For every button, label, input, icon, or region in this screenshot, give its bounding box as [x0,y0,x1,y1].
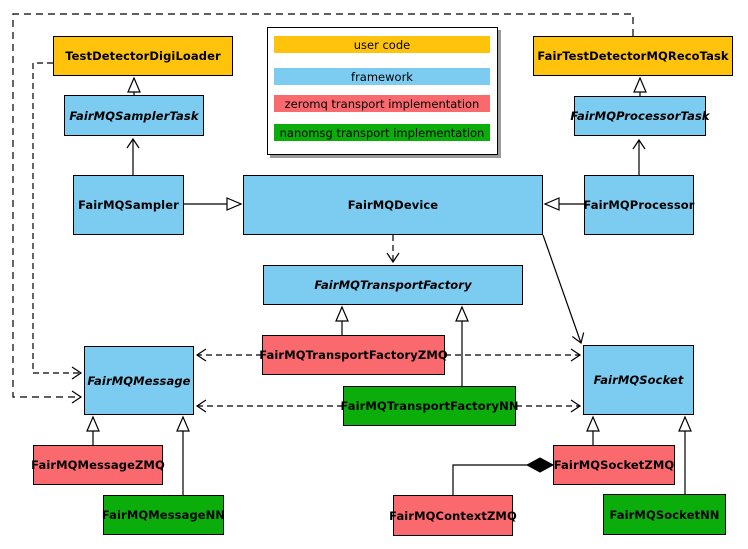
node-fairmqdevice: FairMQDevice [243,175,543,235]
node-fairmqcontextzmq: FairMQContextZMQ [389,495,517,536]
legend-item-user-code: user code [274,36,490,53]
legend-label: nanomsg transport implementation [279,125,485,140]
composition-diamond-icon [525,457,555,473]
node-fairmqsamplertask: FairMQSamplerTask [64,95,204,136]
legend-label: user code [353,37,411,52]
node-fairtestdetectormqrecotask: FairTestDetectorMQRecoTask [533,36,733,76]
node-fairmqsocketnn: FairMQSocketNN [603,494,726,535]
node-fairmqsampler: FairMQSampler [73,175,184,235]
node-fairmqtransportfactorynn: FairMQTransportFactoryNN [340,386,518,426]
node-fairmqsocket: FairMQSocket [583,345,694,415]
legend-item-framework: framework [274,68,490,85]
node-fairmqmessage: FairMQMessage [84,346,194,415]
node-fairmqprocessortask: FairMQProcessorTask [570,96,710,136]
node-fairmqprocessor: FairMQProcessor [583,175,694,235]
node-fairmqmessagenn: FairMQMessageNN [102,495,225,535]
node-fairmqtransportfactory: FairMQTransportFactory [263,265,523,305]
node-fairmqmessagezmq: FairMQMessageZMQ [31,445,165,485]
edge-recotask-message [12,13,634,404]
node-fairmqsocketzmq: FairMQSocketZMQ [553,445,675,485]
edge-digiloader-message [32,62,83,380]
legend-item-nanomsg: nanomsg transport implementation [274,124,490,141]
legend: user code framework zeromq transport imp… [267,27,498,155]
node-testdetectordigiloader: TestDetectorDigiLoader [53,36,233,76]
node-fairmqtransportfactoryzmq: FairMQTransportFactoryZMQ [259,335,448,375]
legend-label: zeromq transport implementation [284,96,480,111]
legend-item-zeromq: zeromq transport implementation [274,95,490,112]
edge-device-socket [542,234,585,345]
edge-ctxzmq-sockzmq [452,464,528,495]
legend-label: framework [351,69,413,84]
